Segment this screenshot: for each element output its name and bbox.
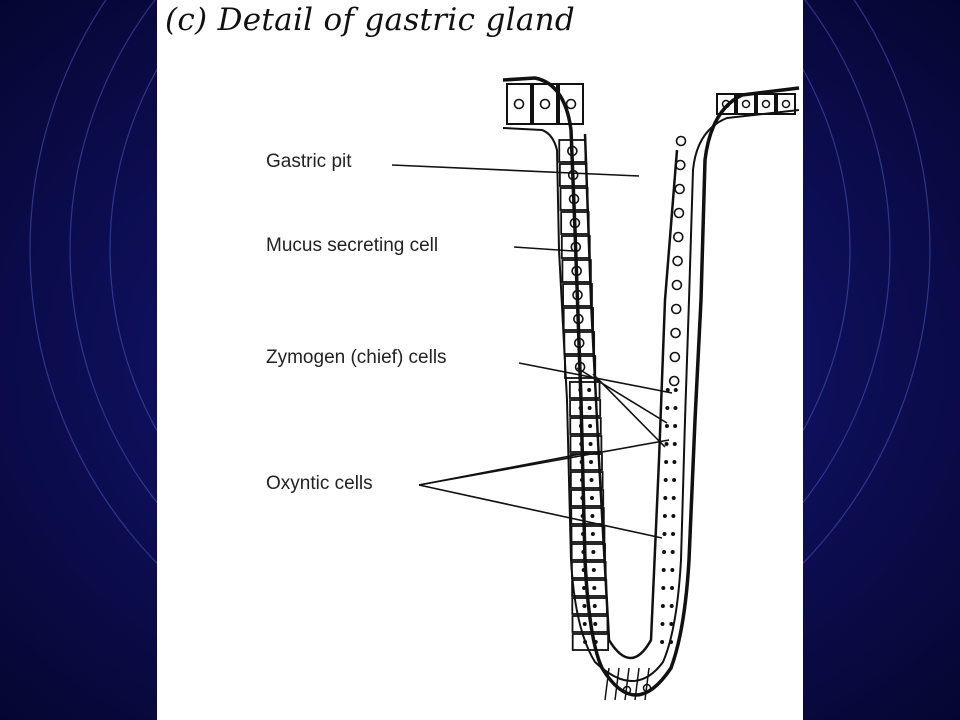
cap-cell [558,83,584,125]
mucus-cell-leader [513,246,574,252]
gastric-gland-diagram [391,76,800,701]
label-zymogen-cells: Zymogen (chief) cells [266,347,447,368]
cap-cell [506,83,532,125]
oxyntic-leader-b [418,484,663,539]
gland-wall [502,76,800,697]
zymogen-leader-b [576,367,668,424]
zymogen-leader-a [518,362,673,394]
slide-panel: (c) Detail of gastric gland Gastric pit … [157,0,803,720]
slide-title: (c) Detail of gastric gland [165,2,576,38]
oxyntic-leader-c [418,451,592,486]
gland-cells [506,83,796,701]
label-mucus-secreting-cell: Mucus secreting cell [266,235,439,256]
label-gastric-pit: Gastric pit [266,151,352,172]
label-oxyntic-cells: Oxyntic cells [266,473,373,494]
gastric-pit-leader [391,164,640,177]
zymogen-leader-c [592,373,666,448]
cap-cell [532,83,558,125]
leader-lines [391,164,673,539]
